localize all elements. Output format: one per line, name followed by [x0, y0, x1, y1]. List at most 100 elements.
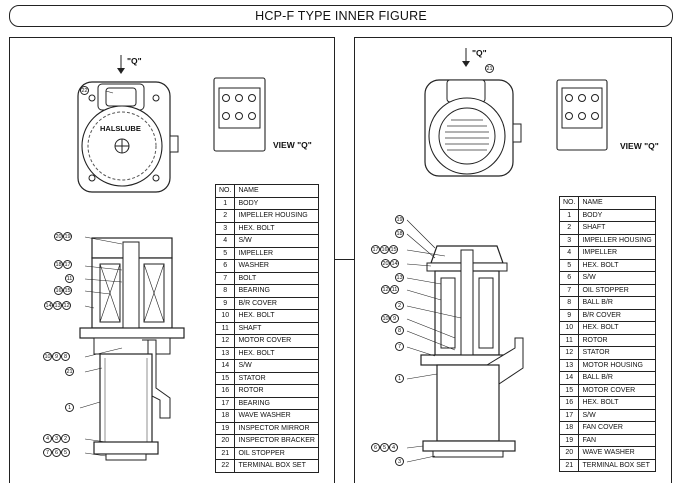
part-name: INSPECTOR BRACKER [234, 434, 319, 448]
header-no: NO. [558, 196, 580, 210]
part-name: INSPECTOR MIRROR [234, 421, 319, 435]
part-number: 21 [558, 458, 580, 472]
part-name: MOTOR COVER [234, 334, 319, 348]
part-number: 6 [214, 259, 236, 273]
part-name: BODY [578, 208, 656, 222]
callout-19: 19 [395, 215, 404, 224]
part-number: 13 [214, 346, 236, 360]
part-number: 3 [214, 221, 236, 235]
part-number: 12 [558, 346, 580, 360]
part-number: 16 [558, 396, 580, 410]
callout-13: 13 [395, 273, 404, 282]
part-name: BOLT [234, 271, 319, 285]
part-number: 21 [214, 446, 236, 460]
part-name: HEX. BOLT [578, 396, 656, 410]
part-number: 11 [558, 333, 580, 347]
callout-3: 3 [395, 457, 404, 466]
part-name: S/W [578, 408, 656, 422]
part-name: S/W [234, 359, 319, 373]
part-name: OIL STOPPER [578, 283, 656, 297]
view-q-label-right: VIEW "Q" [620, 141, 659, 151]
part-number: 1 [214, 196, 236, 210]
part-name: STATOR [234, 371, 319, 385]
part-number: 17 [214, 396, 236, 410]
part-number: 1 [558, 208, 580, 222]
part-number: 14 [214, 359, 236, 373]
part-name: S/W [578, 271, 656, 285]
part-name: FAN [578, 433, 656, 447]
part-number: 2 [214, 209, 236, 223]
part-number: 12 [214, 334, 236, 348]
view-q-label: VIEW "Q" [273, 140, 312, 150]
part-number: 7 [558, 283, 580, 297]
part-name: SHAFT [578, 221, 656, 235]
part-name: BALL B/R [578, 371, 656, 385]
part-number: 13 [558, 358, 580, 372]
part-number: 9 [214, 296, 236, 310]
part-number: 20 [558, 446, 580, 460]
table-header-row: NO. NAME [558, 196, 656, 210]
part-number: 20 [214, 434, 236, 448]
part-name: SHAFT [234, 321, 319, 335]
part-number: 17 [558, 408, 580, 422]
part-number: 4 [558, 246, 580, 260]
part-number: 15 [214, 371, 236, 385]
part-name: WAVE WASHER [234, 409, 319, 423]
table-header-row: NO. NAME [214, 184, 319, 198]
part-number: 22 [214, 459, 236, 473]
part-name: IMPELLER HOUSING [578, 233, 656, 247]
part-number: 6 [558, 271, 580, 285]
callout-7: 7 [395, 342, 404, 351]
callout-2: 2 [395, 301, 404, 310]
part-number: 10 [558, 321, 580, 335]
part-name: WASHER [234, 259, 319, 273]
part-number: 16 [214, 384, 236, 398]
part-name: IMPELLER [578, 246, 656, 260]
part-name: BEARING [234, 284, 319, 298]
part-number: 8 [558, 296, 580, 310]
part-name: BALL B/R [578, 296, 656, 310]
page-title: HCP-F TYPE INNER FIGURE [9, 5, 673, 27]
part-number: 18 [558, 421, 580, 435]
part-name: HEX. BOLT [234, 221, 319, 235]
callout-21: 21 [65, 367, 74, 376]
part-number: 18 [214, 409, 236, 423]
part-number: 10 [214, 309, 236, 323]
part-name: WAVE WASHER [578, 446, 656, 460]
left-drawing [77, 55, 266, 461]
part-name: OIL STOPPER [234, 446, 319, 460]
part-number: 3 [558, 233, 580, 247]
part-name: HEX. BOLT [578, 321, 656, 335]
part-name: HEX. BOLT [578, 258, 656, 272]
callout-8: 8 [395, 326, 404, 335]
callout-1: 1 [395, 374, 404, 383]
header-name: NAME [234, 184, 319, 198]
